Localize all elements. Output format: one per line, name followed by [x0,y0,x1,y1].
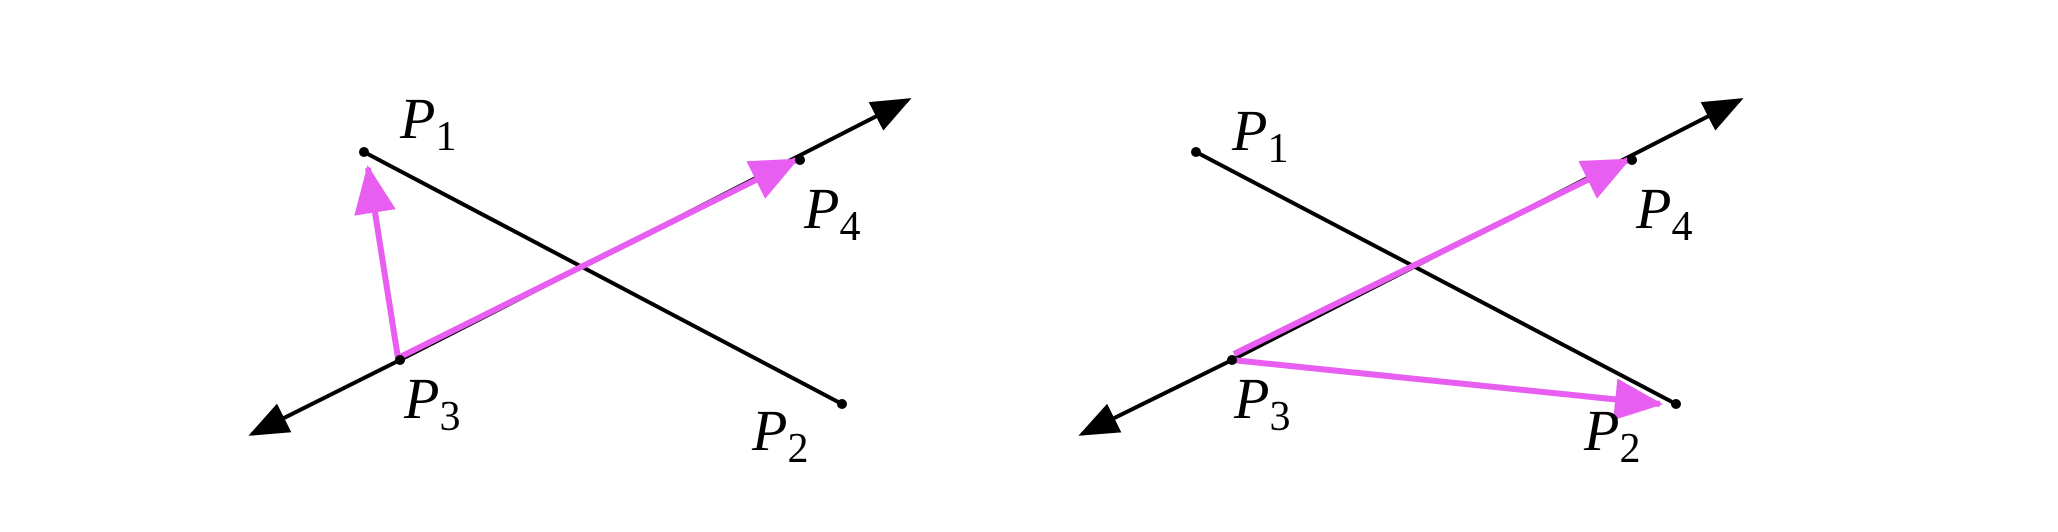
label-p2: P2 [751,398,808,472]
label-p2: P2 [1583,398,1640,472]
point-p3 [395,355,405,365]
panel-right: P1 P4 P3 P2 [1078,98,1744,472]
vector-p3-p4 [1232,157,1631,357]
point-p4 [1627,155,1637,165]
vector-p3-p2 [1231,357,1663,421]
label-p4: P4 [1635,176,1692,250]
point-p2 [1671,399,1681,409]
vector-p3-p1 [354,165,401,359]
point-p1 [1191,147,1201,157]
segment-p1-p2 [1195,150,1677,406]
label-p1: P1 [399,86,456,160]
panel-left: P1 P4 P3 P2 [248,86,912,472]
point-p2 [837,399,847,409]
label-p1: P1 [1231,98,1288,172]
label-p3: P3 [1233,366,1290,440]
segment-p1-p2 [363,150,843,406]
line-p3-p4-backward [1078,358,1233,436]
label-p3: P3 [403,366,460,440]
label-p4: P4 [803,176,860,250]
point-p3 [1227,355,1237,365]
line-p3-p4-backward [248,358,401,436]
point-p1 [359,147,369,157]
vector-p3-p4 [396,157,799,361]
point-p4 [795,155,805,165]
